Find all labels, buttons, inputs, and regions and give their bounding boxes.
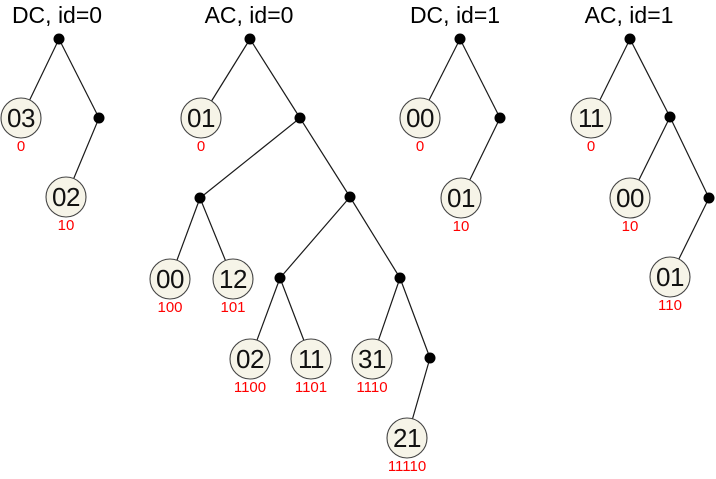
internal-node <box>344 191 356 203</box>
tree-edge <box>199 117 301 199</box>
internal-node <box>294 112 306 124</box>
leaf-node <box>290 338 332 380</box>
internal-node <box>53 33 65 45</box>
leaf-label: 11 <box>578 103 604 133</box>
leaf-node <box>440 177 482 219</box>
leaf-code: 10 <box>58 217 75 234</box>
leaf-label: 00 <box>406 103 434 133</box>
leaf-code: 10 <box>453 218 470 235</box>
internal-node <box>394 272 406 284</box>
leaf-code: 110 <box>658 297 682 314</box>
leaf-label: 01 <box>656 262 684 292</box>
leaf-label: 02 <box>52 182 80 212</box>
leaf-label: 02 <box>236 344 264 374</box>
leaf-node <box>351 338 393 380</box>
leaf-node <box>149 258 191 300</box>
leaf-node <box>180 97 222 139</box>
internal-node <box>494 112 506 124</box>
internal-node <box>244 33 256 45</box>
leaf-label: 03 <box>7 103 35 133</box>
tree-edge <box>299 117 351 198</box>
internal-node <box>274 272 286 284</box>
leaf-label: 00 <box>616 183 644 213</box>
tree-edge <box>629 38 671 118</box>
tree-edge <box>349 196 401 279</box>
tree-title: AC, id=0 <box>205 2 294 28</box>
leaf-node <box>229 338 271 380</box>
tree-edge <box>459 38 501 119</box>
leaf-node <box>609 177 651 219</box>
leaf-label: 12 <box>219 264 247 294</box>
tree-edge <box>669 116 710 199</box>
internal-node <box>703 192 715 204</box>
internal-node <box>664 111 676 123</box>
leaf-node <box>45 176 87 218</box>
tree-title: DC, id=1 <box>410 2 500 28</box>
leaf-node <box>649 256 691 298</box>
leaf-label: 21 <box>393 423 421 453</box>
leaf-node <box>386 417 428 459</box>
internal-node <box>194 192 206 204</box>
tree-title: AC, id=1 <box>585 2 674 28</box>
leaf-node <box>399 97 441 139</box>
leaf-label: 11 <box>298 344 324 374</box>
leaf-code: 0 <box>587 138 595 155</box>
tree-edge <box>58 38 100 119</box>
leaf-code: 1101 <box>295 379 327 396</box>
internal-node <box>624 33 636 45</box>
internal-node <box>93 112 105 124</box>
leaf-code: 11110 <box>388 458 426 475</box>
leaf-code: 101 <box>220 299 245 316</box>
tree-edge <box>399 277 431 359</box>
leaf-label: 00 <box>156 264 184 294</box>
leaf-node <box>212 258 254 300</box>
tree-edge <box>279 196 351 279</box>
leaf-node <box>570 97 612 139</box>
leaf-label: 31 <box>358 344 386 374</box>
leaf-code: 1100 <box>234 379 266 396</box>
tree-edge <box>249 38 301 119</box>
leaf-label: 01 <box>187 103 215 133</box>
leaf-code: 10 <box>622 218 639 235</box>
internal-node <box>424 352 436 364</box>
leaf-code: 1110 <box>356 379 387 396</box>
leaf-node <box>0 97 42 139</box>
internal-node <box>454 33 466 45</box>
leaf-code: 0 <box>17 138 25 155</box>
leaf-label: 01 <box>447 183 475 213</box>
tree-title: DC, id=0 <box>12 2 102 28</box>
tree-group: 01000100121010211001111013111102111110AC… <box>149 2 436 475</box>
leaf-code: 100 <box>157 299 182 316</box>
tree-group: 03 0 02 10 DC, id=0 <box>0 2 105 234</box>
leaf-code: 0 <box>416 138 424 155</box>
leaf-code: 0 <box>197 138 205 155</box>
